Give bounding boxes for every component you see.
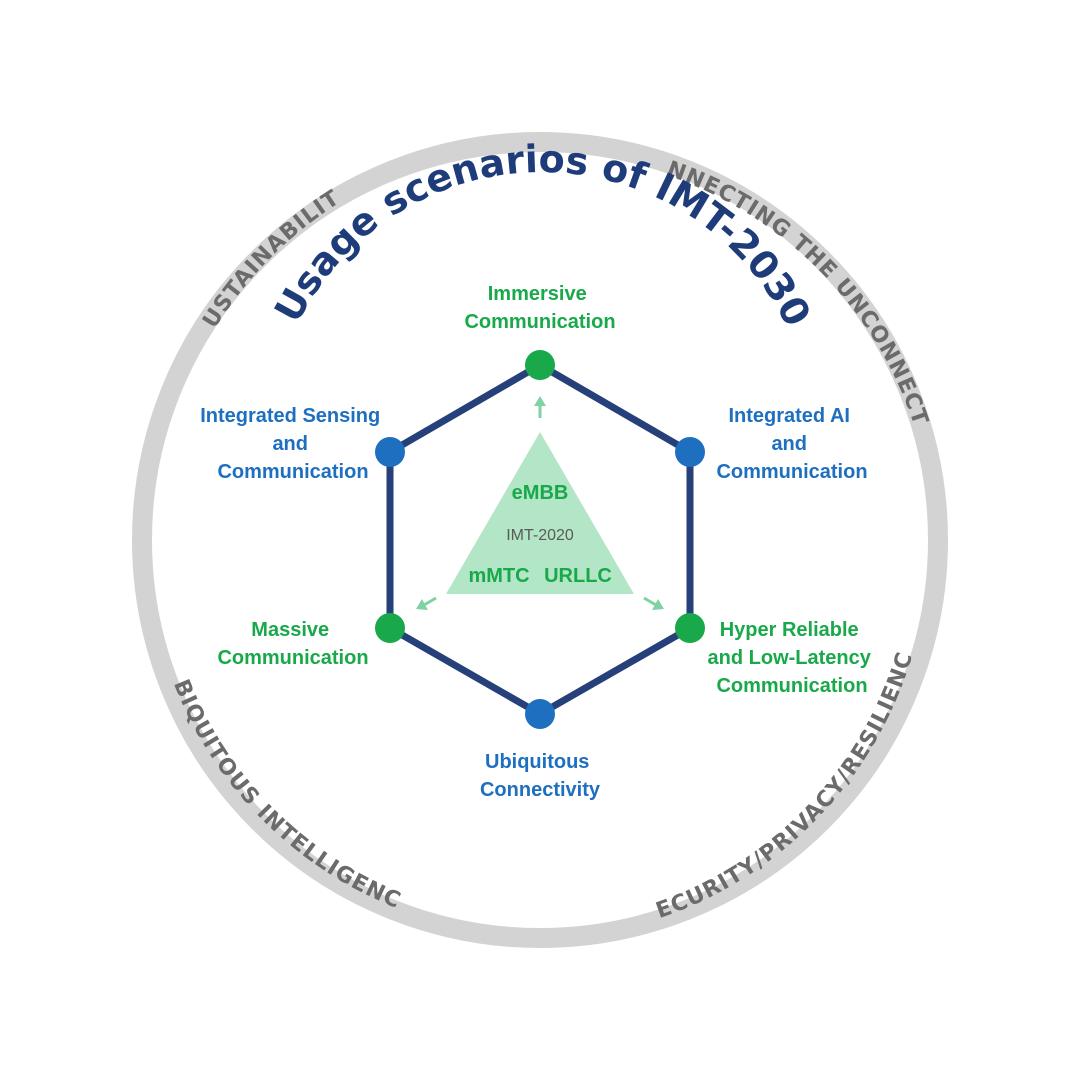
node-label-line: Communication — [217, 647, 368, 669]
arrow-down-right — [643, 596, 664, 610]
node-label-integrated-ai: Integrated AI and Communication — [716, 405, 867, 483]
node-label-line: and — [771, 433, 807, 455]
node-label-line: Hyper Reliable — [720, 619, 859, 641]
node-label-line: Connectivity — [480, 779, 601, 801]
node-label-line: Integrated Sensing — [200, 405, 380, 427]
node-label-massive: Massive Communication — [217, 619, 368, 669]
node-label-line: Massive — [251, 619, 329, 641]
node-label-line: Communication — [716, 675, 867, 697]
node-label-hrllc: Hyper Reliable and Low-Latency Communica… — [708, 619, 877, 697]
node-label-isac: Integrated Sensing and Communication — [200, 405, 386, 483]
node-dot-immersive — [525, 350, 555, 380]
node-label-line: Communication — [464, 311, 615, 333]
node-label-immersive: Immersive Communication — [464, 283, 615, 333]
ring-label-connecting: CONNECTING THE UNCONNECTED — [0, 0, 933, 429]
arrow-up — [534, 396, 546, 418]
node-label-line: and Low-Latency — [708, 647, 872, 669]
node-label-line: Integrated AI — [728, 405, 850, 427]
triangle-label-imt-2020: IMT-2020 — [506, 527, 574, 544]
node-label-line: Immersive — [488, 283, 587, 305]
node-label-line: Ubiquitous — [485, 751, 589, 773]
node-dot-massive — [375, 613, 405, 643]
outer-ring — [132, 132, 948, 948]
node-label-ubiquitous: Ubiquitous Connectivity — [480, 751, 601, 801]
node-label-line: Communication — [217, 461, 368, 483]
node-dot-hrllc — [675, 613, 705, 643]
node-label-line: and — [272, 433, 308, 455]
triangle-label-urllc: URLLC — [544, 565, 612, 587]
node-dot-integrated-ai — [675, 437, 705, 467]
node-dot-isac — [375, 437, 405, 467]
arrow-down-left — [416, 596, 437, 610]
node-label-line: Communication — [716, 461, 867, 483]
ring-label-connecting-text: CONNECTING THE UNCONNECTED — [0, 0, 932, 429]
triangle-label-mmtc: mMTC — [468, 565, 529, 587]
evolution-arrows — [416, 396, 664, 610]
node-dot-ubiquitous — [525, 699, 555, 729]
triangle-label-embb: eMBB — [512, 482, 569, 504]
imt-2020-triangle — [446, 432, 634, 594]
